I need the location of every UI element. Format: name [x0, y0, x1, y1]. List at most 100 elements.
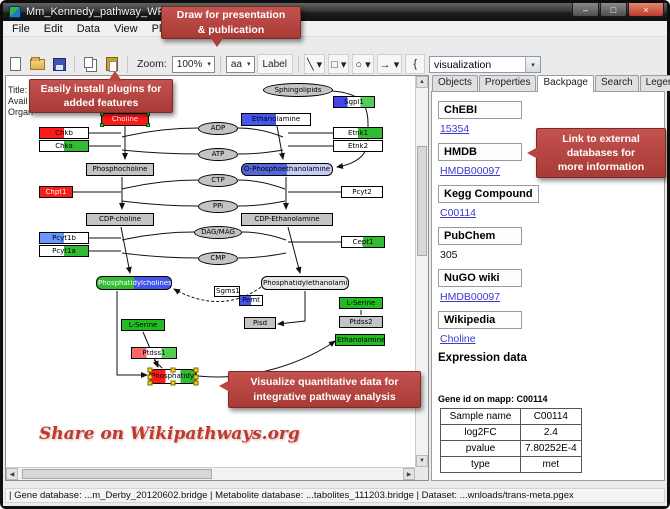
tab-search[interactable]: Search — [594, 75, 639, 91]
chevron-down-icon: ▾ — [207, 61, 211, 68]
pathway-node-label: PPi — [212, 203, 224, 210]
open-button[interactable] — [27, 54, 47, 74]
zoom-select[interactable]: 100% ▾ — [171, 55, 215, 73]
menu-edit[interactable]: Edit — [43, 22, 63, 35]
selection-handle[interactable] — [170, 380, 176, 386]
vertical-scroll-thumb[interactable] — [417, 146, 427, 256]
menu-view[interactable]: View — [113, 22, 138, 35]
new-file-button[interactable] — [5, 54, 25, 74]
brace-tool[interactable]: { — [405, 54, 426, 74]
pathway-node-adp[interactable]: ADP — [198, 122, 238, 135]
pathway-node-pcyt1b[interactable]: Pcyt1b — [39, 232, 89, 244]
pathway-node-chpt1[interactable]: Chpt1 — [39, 186, 73, 198]
pathway-node-choline[interactable]: Choline — [100, 112, 150, 127]
pathway-node-cmp[interactable]: CMP — [198, 252, 238, 265]
pathway-node-sphingolipids[interactable]: Sphingolipids — [263, 83, 333, 97]
selection-handle[interactable] — [170, 367, 176, 373]
vertical-scrollbar[interactable]: ▲ ▼ — [415, 76, 428, 467]
pathway-node-l-serine-2[interactable]: L-Serine — [121, 319, 165, 331]
paste-button[interactable] — [102, 54, 122, 74]
menu-data[interactable]: Data — [76, 22, 100, 35]
pathway-node-dag-mag[interactable]: DAG/MAG — [194, 226, 242, 239]
minimize-button[interactable]: – — [572, 3, 599, 17]
pathway-node-label: CDP-Ethanolamine — [254, 216, 320, 223]
pathway-node-label: Pcyt1a — [52, 247, 76, 255]
pathway-node-label: L-Serine — [128, 321, 158, 329]
pathway-node-ptdss2[interactable]: Ptdss2 — [339, 316, 383, 328]
pathway-node-chkb[interactable]: Chkb — [39, 127, 89, 139]
pathway-node-cdp-ethanolamine[interactable]: CDP-Ethanolamine — [241, 213, 333, 226]
selection-handle[interactable] — [193, 374, 199, 379]
scroll-left-icon[interactable]: ◀ — [6, 468, 18, 480]
pathway-node-pemt[interactable]: Pemt — [239, 295, 263, 306]
pathway-node-phosphatidylethanolamines[interactable]: Phosphatidylethanolamines — [261, 276, 349, 290]
expression-data-title: Expression data — [438, 352, 527, 364]
pathway-node-pcyt2[interactable]: Pcyt2 — [341, 186, 383, 198]
backpage-id-wikipedia[interactable]: Choline — [440, 333, 476, 345]
selection-handle[interactable] — [147, 374, 153, 379]
tab-backpage[interactable]: Backpage — [537, 75, 594, 92]
pathway-node-o-phosphoethanolamine[interactable]: O-Phosphoethanolamine — [241, 163, 333, 176]
pathway-node-label: O-Phosphoethanolamine — [243, 166, 331, 173]
line-tool[interactable]: ╲ ▾ — [303, 54, 326, 74]
pathway-node-phosphatidylcholines[interactable]: Phosphatidylcholines — [96, 276, 172, 290]
horizontal-scrollbar[interactable]: ◀ ▶ — [6, 467, 415, 480]
selection-handle[interactable] — [147, 367, 153, 373]
backpage-id-kegg-compound[interactable]: C00114 — [440, 207, 477, 219]
pathway-node-l-serine[interactable]: L-Serine — [339, 297, 383, 309]
paste-icon — [106, 57, 118, 72]
arrow-tool[interactable]: → ▾ — [376, 54, 403, 74]
pathway-node-ctp[interactable]: CTP — [198, 174, 238, 187]
selection-handle[interactable] — [193, 367, 199, 373]
tab-legend[interactable]: Legend — [639, 75, 670, 91]
ellipse-tool[interactable]: ○ ▾ — [352, 54, 374, 74]
visualization-select[interactable]: visualization ▾ — [429, 56, 541, 73]
pathway-node-ethanolamine-2[interactable]: Ethanolamine — [335, 334, 385, 346]
titlebar[interactable]: Mm_Kennedy_pathway_WP1771_45176.gpml — [3, 3, 667, 21]
tab-objects[interactable]: Objects — [432, 75, 478, 91]
scroll-down-icon[interactable]: ▼ — [416, 455, 428, 467]
tab-properties[interactable]: Properties — [478, 75, 537, 91]
open-folder-icon — [29, 56, 45, 70]
scroll-up-icon[interactable]: ▲ — [416, 76, 428, 88]
label-tool-button[interactable]: Label — [256, 54, 293, 74]
menubar: FileEditDataViewPluginsHelp — [3, 21, 667, 37]
pathway-node-ppi[interactable]: PPi — [198, 200, 238, 213]
pathway-node-sgms1[interactable]: Sgms1 — [214, 286, 240, 297]
pathway-node-atp[interactable]: ATP — [198, 148, 238, 161]
scroll-right-icon[interactable]: ▶ — [403, 468, 415, 480]
backpage-id-nugo-wiki[interactable]: HMDB00097 — [440, 291, 501, 303]
copy-icon — [84, 57, 93, 68]
backpage-id-chebi[interactable]: 15354 — [440, 123, 470, 135]
maximize-button[interactable]: □ — [600, 3, 627, 17]
backpage-id-hmdb[interactable]: HMDB00097 — [440, 165, 501, 177]
callout-link: Link to external databases for more info… — [527, 128, 666, 178]
pathway-node-ethanolamine[interactable]: Ethanolamine — [241, 113, 311, 126]
close-button[interactable]: × — [628, 3, 664, 17]
horizontal-scroll-thumb[interactable] — [22, 469, 212, 479]
pathway-node-label: Pemt — [242, 297, 260, 304]
pathway-node-sgpl1[interactable]: Sgpl1 — [333, 96, 375, 108]
pathway-node-etnk1[interactable]: Etnk1 — [333, 127, 383, 139]
copy-button[interactable] — [80, 54, 100, 74]
selection-handle[interactable] — [147, 380, 153, 386]
selection-handle[interactable] — [146, 123, 150, 127]
format-dropdown[interactable]: aa ▾ — [225, 55, 255, 73]
pathway-node-etnk2[interactable]: Etnk2 — [333, 140, 383, 152]
pathway-node-phosphocholine[interactable]: Phosphocholine — [86, 163, 154, 176]
pathway-node-pcyt1a[interactable]: Pcyt1a — [39, 245, 89, 257]
selection-handle[interactable] — [193, 380, 199, 386]
rectangle-tool[interactable]: □ ▾ — [328, 54, 350, 74]
save-button[interactable] — [49, 54, 69, 74]
pathway-node-pisd[interactable]: Pisd — [244, 317, 276, 329]
pathway-node-chka[interactable]: Chka — [39, 140, 89, 152]
toolbar: Zoom: 100% ▾ aa ▾ Label ╲ ▾□ ▾○ ▾→ ▾{ — [5, 53, 426, 75]
selection-handle[interactable] — [100, 123, 104, 127]
pathway-node-ptdss1[interactable]: Ptdss1 — [131, 347, 177, 359]
pathway-node-phosphatidylserines[interactable]: Phosphatidylserines — [147, 367, 199, 386]
pathway-node-cept1[interactable]: Cept1 — [341, 236, 385, 248]
menu-file[interactable]: File — [12, 22, 30, 35]
pathway-node-cdp-choline[interactable]: CDP-choline — [86, 213, 154, 226]
